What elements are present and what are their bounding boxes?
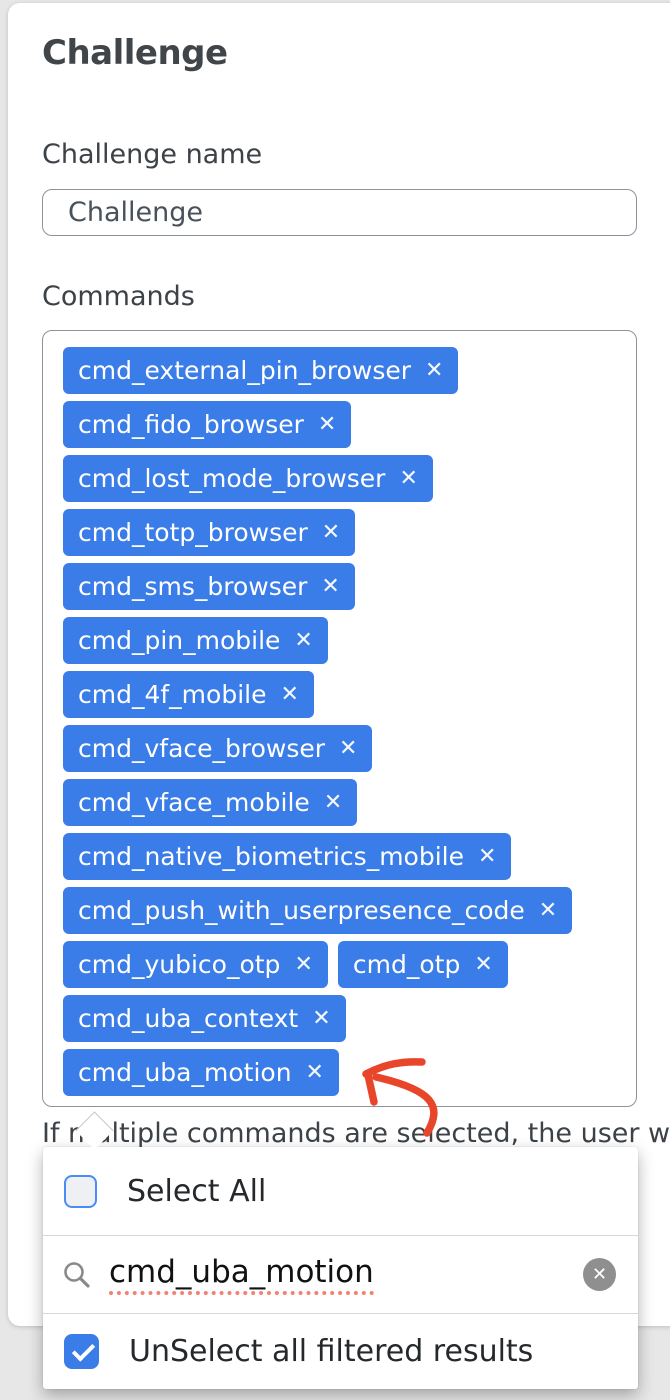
command-chip-label: cmd_pin_mobile [78, 626, 281, 655]
commands-multiselect-box[interactable]: cmd_external_pin_browser ✕ cmd_fido_brow… [42, 330, 637, 1107]
remove-chip-icon[interactable]: ✕ [321, 519, 341, 545]
command-chip: cmd_totp_browser ✕ [63, 509, 356, 556]
command-chip: cmd_push_with_userpresence_code ✕ [63, 887, 573, 934]
dropdown-divider [43, 1313, 638, 1314]
remove-chip-icon[interactable]: ✕ [399, 465, 418, 491]
page-title: Challenge [42, 33, 228, 73]
commands-dropdown-panel: Select All cmd_uba_motion ✕ UnSelect all… [43, 1147, 638, 1389]
command-chip-label: cmd_uba_motion [78, 1058, 292, 1087]
command-chip: cmd_uba_context ✕ [63, 995, 346, 1042]
remove-chip-icon[interactable]: ✕ [305, 1059, 324, 1085]
commands-help-text: If multiple commands are selected, the u… [42, 1118, 670, 1149]
remove-chip-icon[interactable]: ✕ [294, 627, 313, 653]
unselect-filtered-label: UnSelect all filtered results [129, 1334, 534, 1369]
command-chip: cmd_pin_mobile ✕ [63, 617, 328, 664]
unselect-filtered-row[interactable]: UnSelect all filtered results [43, 1314, 638, 1389]
command-chip: cmd_lost_mode_browser ✕ [63, 455, 433, 502]
remove-chip-icon[interactable]: ✕ [321, 573, 340, 599]
command-chip-label: cmd_totp_browser [78, 518, 308, 547]
command-chip-label: cmd_native_biometrics_mobile [78, 842, 464, 871]
select-all-row[interactable]: Select All [43, 1147, 638, 1235]
commands-label: Commands [42, 281, 195, 312]
remove-chip-icon[interactable]: ✕ [312, 1005, 331, 1031]
command-chip-label: cmd_vface_mobile [78, 788, 310, 817]
command-chip: cmd_sms_browser ✕ [63, 563, 355, 610]
command-chip: cmd_uba_motion ✕ [63, 1049, 339, 1096]
command-chip: cmd_native_biometrics_mobile ✕ [63, 833, 512, 880]
clear-search-icon: ✕ [591, 1264, 608, 1285]
clear-search-button[interactable]: ✕ [583, 1258, 616, 1291]
command-search-input[interactable]: cmd_uba_motion [109, 1254, 374, 1295]
remove-chip-icon[interactable]: ✕ [478, 843, 497, 869]
remove-chip-icon[interactable]: ✕ [425, 357, 444, 383]
command-chip: cmd_yubico_otp ✕ [63, 941, 328, 988]
command-chip-label: cmd_otp [352, 950, 461, 979]
command-chip-label: cmd_lost_mode_browser [78, 464, 386, 493]
command-chip: cmd_external_pin_browser ✕ [63, 347, 459, 394]
command-chip-label: cmd_sms_browser [78, 572, 308, 601]
remove-chip-icon[interactable]: ✕ [294, 951, 313, 977]
search-icon [64, 1261, 90, 1288]
search-row[interactable]: cmd_uba_motion ✕ [43, 1236, 638, 1313]
command-chip-label: cmd_push_with_userpresence_code [78, 896, 525, 925]
dropdown-divider [43, 1235, 638, 1236]
unselect-filtered-checkbox[interactable] [64, 1334, 99, 1369]
command-chip-label: cmd_fido_browser [78, 410, 304, 439]
command-chip: cmd_4f_mobile ✕ [63, 671, 314, 718]
remove-chip-icon[interactable]: ✕ [317, 411, 337, 437]
command-chip: cmd_otp ✕ [337, 941, 508, 988]
command-chip-label: cmd_4f_mobile [78, 680, 267, 709]
remove-chip-icon[interactable]: ✕ [474, 951, 493, 977]
remove-chip-icon[interactable]: ✕ [339, 735, 358, 761]
remove-chip-icon[interactable]: ✕ [280, 681, 299, 707]
command-chip-label: cmd_vface_browser [78, 734, 326, 763]
remove-chip-icon[interactable]: ✕ [323, 789, 343, 815]
challenge-form-card: Challenge Challenge name Commands cmd_ex… [8, 3, 670, 1326]
command-chip-label: cmd_uba_context [78, 1004, 299, 1033]
remove-chip-icon[interactable]: ✕ [538, 897, 558, 923]
command-chip: cmd_vface_browser ✕ [63, 725, 373, 772]
select-all-checkbox[interactable] [64, 1174, 97, 1208]
command-chip: cmd_vface_mobile ✕ [63, 779, 358, 826]
command-chip-label: cmd_external_pin_browser [78, 356, 412, 385]
select-all-label: Select All [127, 1173, 267, 1209]
command-chip-rows: cmd_external_pin_browser ✕ cmd_fido_brow… [63, 347, 622, 1096]
command-chip: cmd_fido_browser ✕ [63, 401, 352, 448]
challenge-name-input[interactable] [42, 189, 637, 236]
challenge-name-label: Challenge name [42, 139, 263, 170]
command-chip-label: cmd_yubico_otp [78, 950, 281, 979]
